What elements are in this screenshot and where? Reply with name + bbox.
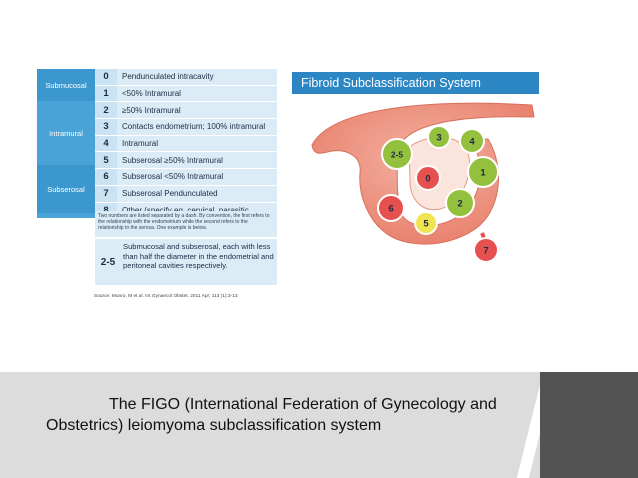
category-submucosal: Submucosal: [37, 69, 95, 101]
fibroid-circle: [415, 165, 441, 191]
fibroid-circle: [445, 188, 475, 218]
type-description: Subserosal ≥50% Intramural: [117, 151, 277, 170]
fibroid-circle: [467, 156, 499, 188]
fibroid-circle: [427, 125, 451, 149]
type-code: 3: [95, 118, 117, 136]
fibroid-2-5: 2-5: [381, 138, 413, 170]
fibroid-7: 7: [473, 237, 499, 263]
fibroid-5: 5: [414, 211, 438, 235]
example-text: Submucosal and subserosal, each with les…: [123, 242, 274, 270]
fibroid-1: 1: [467, 156, 499, 188]
decorative-panel: [540, 372, 638, 478]
fibroid-circle: [459, 128, 485, 154]
fibroid-label: 2: [457, 199, 462, 210]
type-code: 7: [95, 185, 117, 203]
type-description: <50% Intramural: [117, 85, 277, 103]
convention-note: Two numbers are listed separated by a da…: [95, 211, 277, 237]
category-intramural: Intramural: [37, 101, 95, 165]
fibroid-circle: [381, 138, 413, 170]
type-description: Contacts endometrium; 100% intramural: [117, 118, 277, 136]
type-description: ≥50% Intramural: [117, 101, 277, 120]
example-code: 2-5: [100, 256, 116, 268]
category-subserosal: Subserosal: [37, 165, 95, 213]
fibroid-label: 4: [469, 137, 475, 148]
fibroid-label: 3: [436, 133, 441, 144]
type-code: 1: [95, 85, 117, 103]
type-description: Intramural: [117, 135, 277, 153]
fibroid-label: 7: [483, 246, 488, 257]
type-code: 4: [95, 135, 117, 153]
fibroid-label: 1: [480, 168, 486, 179]
type-code: 5: [95, 151, 117, 170]
fibroid-diagram: 0 1 2 3 4 5 6 7 2-5: [311, 102, 535, 263]
fibroid-3: 3: [427, 125, 451, 149]
caption-band: The FIGO (International Federation of Gy…: [0, 372, 638, 478]
fibroid-4: 4: [459, 128, 485, 154]
type-description: Subserosal <50% Intramural: [117, 168, 277, 186]
fibroid-label: 2-5: [391, 150, 404, 160]
fibroid-label: 6: [388, 204, 393, 215]
source-citation: Source: Munro, M et al. Int Gynaecol Obs…: [94, 294, 238, 299]
slide-caption: The FIGO (International Federation of Gy…: [46, 396, 497, 434]
fibroid-6: 6: [377, 194, 405, 222]
example-box: 2-5 Submucosal and subserosal, each with…: [95, 239, 277, 285]
type-description: Pendunculated intracavity: [117, 69, 277, 86]
type-description: Subserosal Pendunculated: [117, 185, 277, 203]
fibroid-0: 0: [415, 165, 441, 191]
diagram-title: Fibroid Subclassification System: [292, 72, 539, 94]
type-code: 0: [95, 69, 117, 86]
fibroid-circle: [473, 237, 499, 263]
type-code: 2: [95, 101, 117, 120]
fibroid-label: 5: [423, 219, 429, 230]
fibroid-label: 0: [425, 174, 430, 185]
fibroid-circle: [414, 211, 438, 235]
fibroid-circle: [377, 194, 405, 222]
fibroid-2: 2: [445, 188, 475, 218]
type-code: 6: [95, 168, 117, 186]
